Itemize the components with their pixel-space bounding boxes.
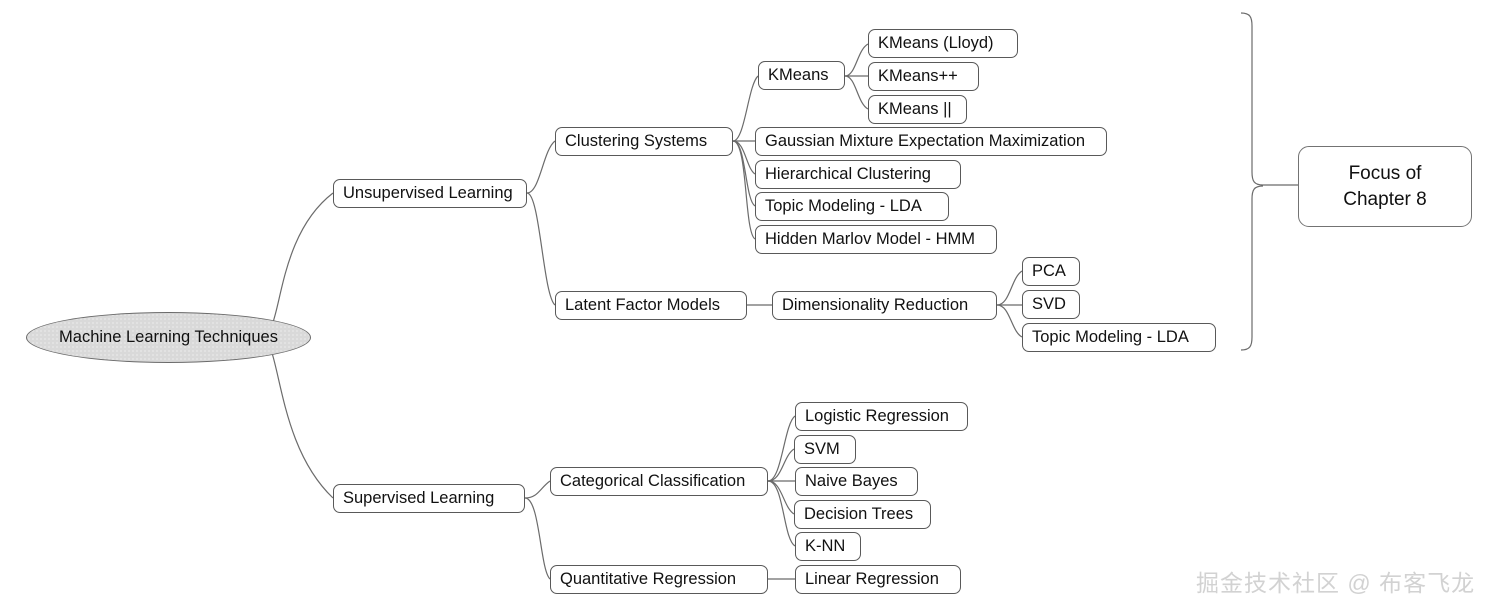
node-kmeans-plusplus[interactable]: KMeans++ xyxy=(868,62,979,91)
node-label: Naive Bayes xyxy=(805,472,898,491)
node-linear-regression[interactable]: Linear Regression xyxy=(795,565,961,594)
edge-root-unsupervised xyxy=(271,192,334,326)
node-label: KMeans || xyxy=(878,100,952,119)
node-svm[interactable]: SVM xyxy=(794,435,856,464)
edge-kmeans-lloyd xyxy=(844,43,869,77)
node-pca[interactable]: PCA xyxy=(1022,257,1080,286)
node-label: Clustering Systems xyxy=(565,132,708,151)
callout-focus-of-chapter-8[interactable]: Focus of Chapter 8 xyxy=(1298,146,1472,227)
node-label: K-NN xyxy=(805,537,846,556)
node-kmeans[interactable]: KMeans xyxy=(758,61,845,90)
edge-cat-decision xyxy=(767,480,795,515)
node-unsupervised-learning[interactable]: Unsupervised Learning xyxy=(333,179,527,208)
edge-cat-svm xyxy=(767,448,795,482)
edge-cat-knn xyxy=(767,480,796,547)
callout-line-1: Focus of xyxy=(1348,162,1422,184)
node-label: Supervised Learning xyxy=(343,489,495,508)
node-gaussian-mixture-expectation-maximization[interactable]: Gaussian Mixture Expectation Maximizatio… xyxy=(755,127,1107,156)
node-categorical-classification[interactable]: Categorical Classification xyxy=(550,467,768,496)
edge-clustering-hierarchical xyxy=(732,140,756,175)
brace-upper-arm xyxy=(1240,12,1264,186)
node-label: Hierarchical Clustering xyxy=(765,165,931,184)
watermark-text: 掘金技术社区 @ 布客飞龙 xyxy=(1196,570,1476,596)
node-label: Hidden Marlov Model - HMM xyxy=(765,230,975,249)
node-latent-factor-models[interactable]: Latent Factor Models xyxy=(555,291,747,320)
node-label: Gaussian Mixture Expectation Maximizatio… xyxy=(765,132,1086,151)
node-label: KMeans (Lloyd) xyxy=(878,34,994,53)
edge-clustering-hmm xyxy=(732,140,756,240)
node-label: KMeans++ xyxy=(878,67,958,86)
node-label: Topic Modeling - LDA xyxy=(765,197,922,216)
node-label: Dimensionality Reduction xyxy=(782,296,969,315)
edge-dimred-lda xyxy=(996,304,1023,338)
edge-clustering-lda xyxy=(732,140,756,207)
edge-kmeans-parallel xyxy=(844,75,869,110)
edge-unsup-clustering xyxy=(526,140,556,194)
node-label: PCA xyxy=(1032,262,1066,281)
root-node-machine-learning-techniques[interactable]: Machine Learning Techniques xyxy=(26,312,311,363)
edge-unsup-latent xyxy=(526,192,556,306)
node-label: Latent Factor Models xyxy=(565,296,720,315)
node-label: SVM xyxy=(804,440,840,459)
node-label: Logistic Regression xyxy=(805,407,949,426)
node-kmeans-lloyd[interactable]: KMeans (Lloyd) xyxy=(868,29,1018,58)
node-clustering-systems[interactable]: Clustering Systems xyxy=(555,127,733,156)
node-hidden-markov-model[interactable]: Hidden Marlov Model - HMM xyxy=(755,225,997,254)
node-label: Categorical Classification xyxy=(560,472,746,491)
node-kmeans-parallel[interactable]: KMeans || xyxy=(868,95,967,124)
node-logistic-regression[interactable]: Logistic Regression xyxy=(795,402,968,431)
node-label: KMeans xyxy=(768,66,829,85)
node-svd[interactable]: SVD xyxy=(1022,290,1080,319)
node-topic-modeling-lda-dimred[interactable]: Topic Modeling - LDA xyxy=(1022,323,1216,352)
node-naive-bayes[interactable]: Naive Bayes xyxy=(795,467,918,496)
node-hierarchical-clustering[interactable]: Hierarchical Clustering xyxy=(755,160,961,189)
node-label: Quantitative Regression xyxy=(560,570,737,589)
node-supervised-learning[interactable]: Supervised Learning xyxy=(333,484,525,513)
node-label: Unsupervised Learning xyxy=(343,184,513,203)
node-decision-trees[interactable]: Decision Trees xyxy=(794,500,931,529)
edge-sup-categorical xyxy=(524,480,551,499)
node-quantitative-regression[interactable]: Quantitative Regression xyxy=(550,565,768,594)
node-dimensionality-reduction[interactable]: Dimensionality Reduction xyxy=(772,291,997,320)
root-node-label: Machine Learning Techniques xyxy=(59,328,278,346)
brace-lower-arm xyxy=(1240,185,1264,351)
edge-cat-logistic xyxy=(767,415,796,482)
node-label: Topic Modeling - LDA xyxy=(1032,328,1189,347)
edge-root-supervised xyxy=(271,352,334,499)
callout-line-2: Chapter 8 xyxy=(1343,188,1427,210)
node-topic-modeling-lda-clustering[interactable]: Topic Modeling - LDA xyxy=(755,192,949,221)
edge-dimred-pca xyxy=(996,270,1023,306)
node-label: SVD xyxy=(1032,295,1066,314)
node-knn[interactable]: K-NN xyxy=(795,532,861,561)
node-label: Decision Trees xyxy=(804,505,914,524)
edge-sup-quantreg xyxy=(524,497,551,580)
node-label: Linear Regression xyxy=(805,570,939,589)
